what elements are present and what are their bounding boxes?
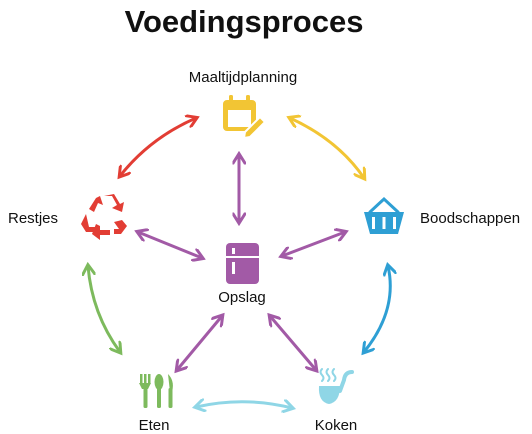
cutlery-icon (139, 374, 173, 408)
arrow-eating-leftovers (88, 266, 120, 352)
node-eating-label: Eten (139, 417, 170, 434)
shopping-basket-icon (364, 196, 404, 234)
arrow-cooking-eating (196, 402, 292, 408)
recycle-icon (81, 194, 127, 240)
arrow-storage-eating (177, 316, 222, 370)
node-shopping-label: Boodschappen (420, 210, 520, 227)
arrow-storage-leftovers (138, 232, 202, 258)
arrow-planning-shopping (290, 118, 364, 178)
ladle-steam-icon (318, 368, 354, 404)
node-eating: Eten (139, 374, 173, 434)
node-planning-label: Maaltijdplanning (189, 69, 297, 86)
diagram-title: Voedingsproces (125, 4, 364, 39)
node-leftovers-label: Restjes (8, 210, 58, 227)
node-storage-label: Opslag (218, 289, 266, 306)
node-cooking: Koken (315, 368, 358, 434)
fridge-icon (226, 243, 259, 284)
calendar-edit-icon (223, 95, 267, 140)
arrow-leftovers-planning (120, 118, 196, 176)
node-shopping: Boodschappen (364, 196, 520, 234)
node-planning: Maaltijdplanning (189, 69, 297, 140)
node-storage: Opslag (218, 243, 266, 306)
arrow-storage-cooking (270, 316, 316, 370)
node-leftovers: Restjes (8, 194, 127, 240)
arrow-storage-shopping (282, 232, 345, 256)
node-cooking-label: Koken (315, 417, 358, 434)
arrow-shopping-cooking (364, 266, 390, 352)
